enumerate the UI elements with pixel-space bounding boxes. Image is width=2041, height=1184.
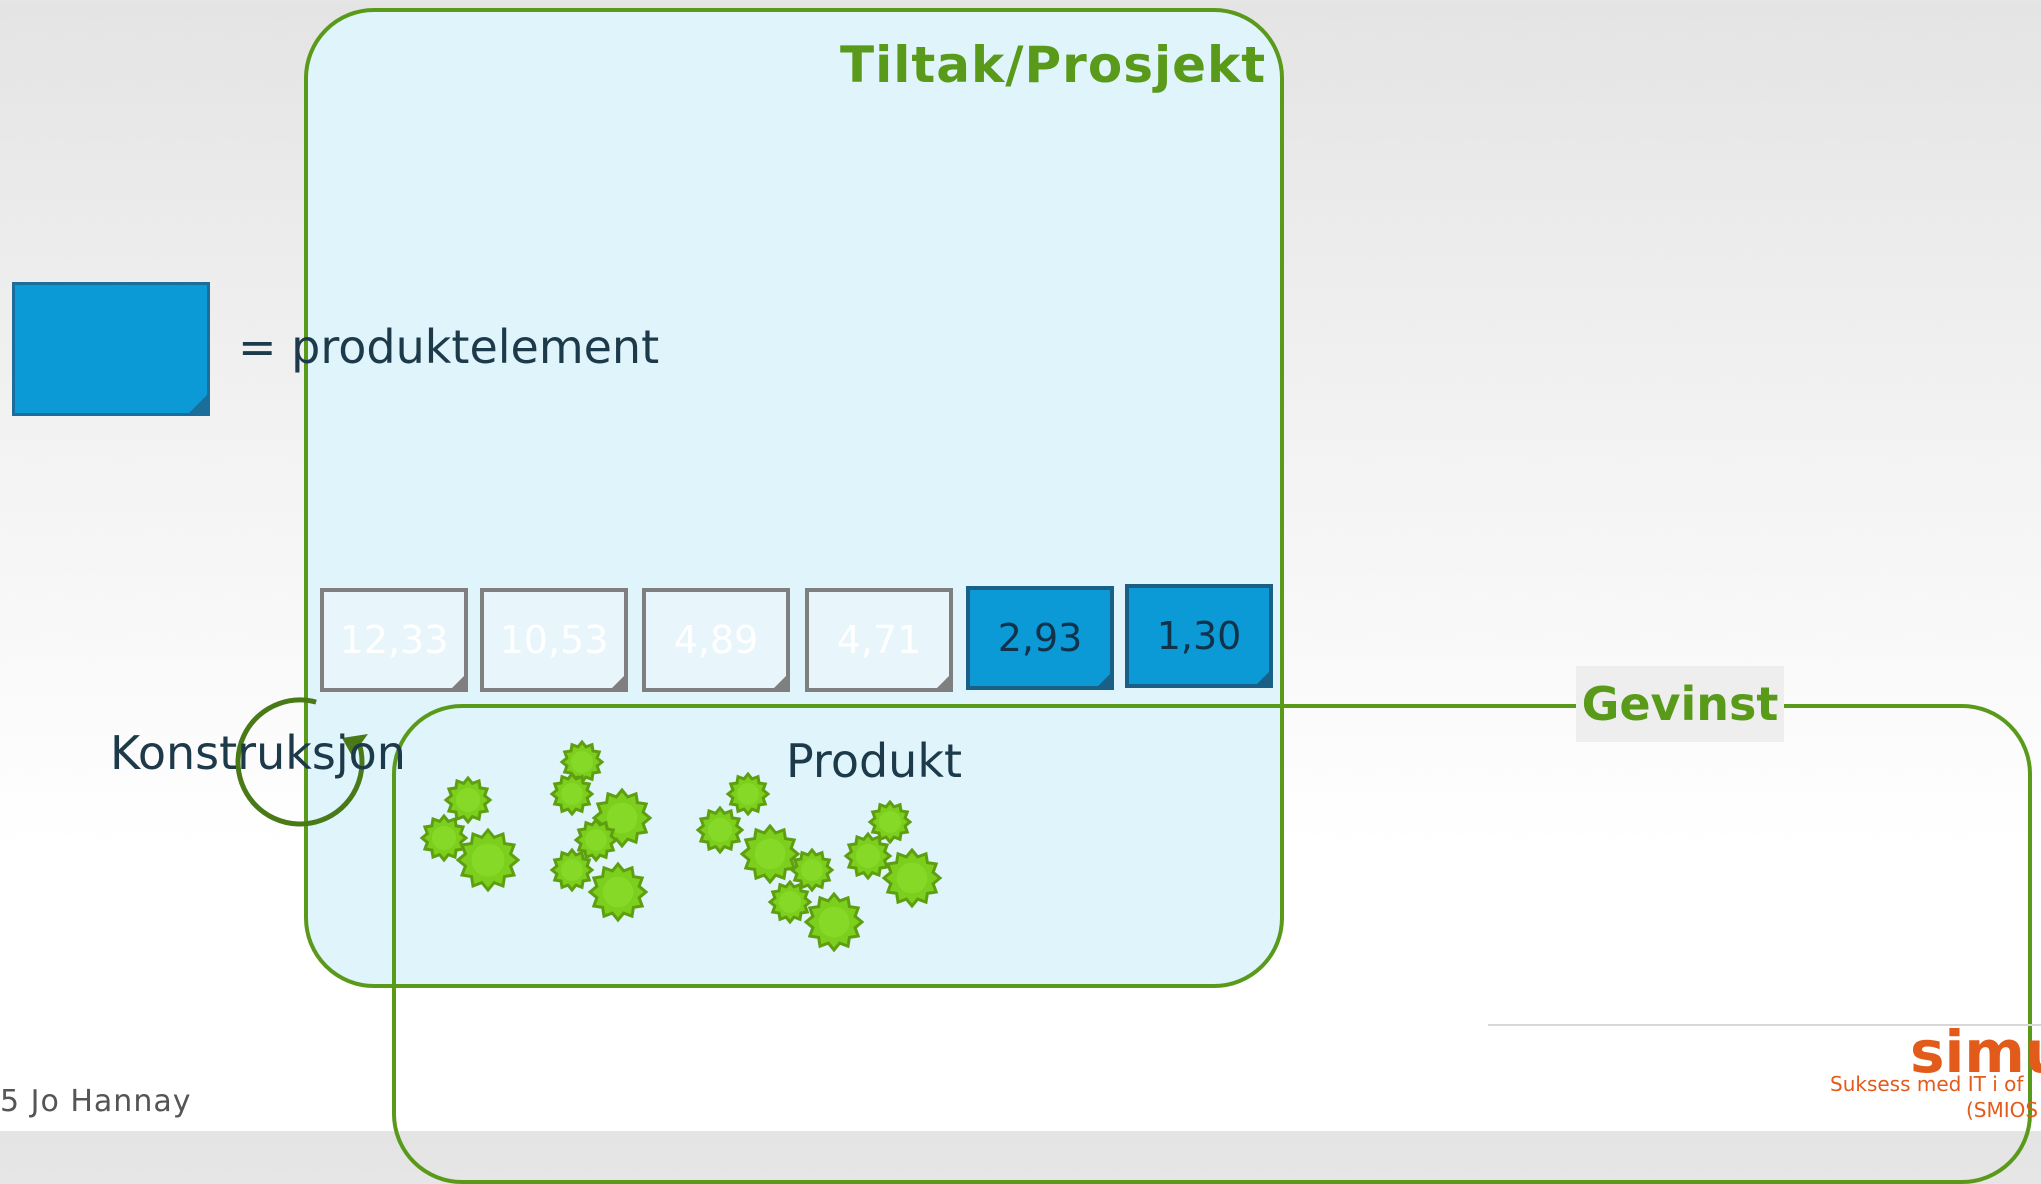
gear-hub (561, 859, 583, 881)
construction-label: Konstruksjon (110, 726, 406, 780)
gear-hub (779, 891, 801, 913)
footer-divider (1488, 1024, 2041, 1026)
gear-hub (431, 825, 457, 851)
card-value: 12,33 (339, 618, 449, 662)
gear-hub (606, 802, 638, 834)
logo-tagline-2: (SMIOS (1966, 1098, 2039, 1122)
product-element-card: 2,93 (966, 586, 1114, 690)
gear-hub (754, 838, 786, 870)
card-value: 10,53 (499, 618, 609, 662)
product-element-card: 4,89 (642, 588, 790, 692)
logo-tagline: Suksess med IT i of (1830, 1072, 2024, 1096)
legend-label: = produktelement (238, 320, 660, 374)
benefit-label: Gevinst (1576, 666, 1784, 742)
gear-hub (737, 783, 759, 805)
legend-product-element-swatch (12, 282, 210, 416)
gear-hub (801, 859, 823, 881)
card-value: 4,71 (836, 618, 922, 662)
product-gears (419, 739, 943, 953)
simula-logo: simu (1910, 1018, 2041, 1086)
product-element-card: 12,33 (320, 588, 468, 692)
product-element-card: 10,53 (480, 588, 628, 692)
product-label: Produkt (786, 734, 963, 788)
product-element-card: 4,71 (805, 588, 953, 692)
copyright-text: 5 Jo Hannay (0, 1084, 192, 1119)
gear-hub (707, 817, 733, 843)
gear-hub (585, 829, 607, 851)
gear-hub (855, 843, 881, 869)
gear-hub (896, 862, 928, 894)
project-box (304, 8, 1284, 988)
construction-cycle-icon (235, 697, 368, 827)
card-value: 2,93 (997, 616, 1083, 660)
product-element-card: 1,30 (1125, 584, 1273, 688)
gear-hub (471, 843, 505, 877)
card-value: 1,30 (1156, 614, 1242, 658)
card-value: 4,89 (673, 618, 759, 662)
project-title: Tiltak/Prosjekt (840, 36, 1267, 94)
gear-hub (561, 783, 583, 805)
gear-hub (571, 751, 593, 773)
gear-hub (602, 876, 634, 908)
gear-hub (879, 811, 901, 833)
gear-hub (818, 906, 850, 938)
gear-hub (455, 787, 481, 813)
